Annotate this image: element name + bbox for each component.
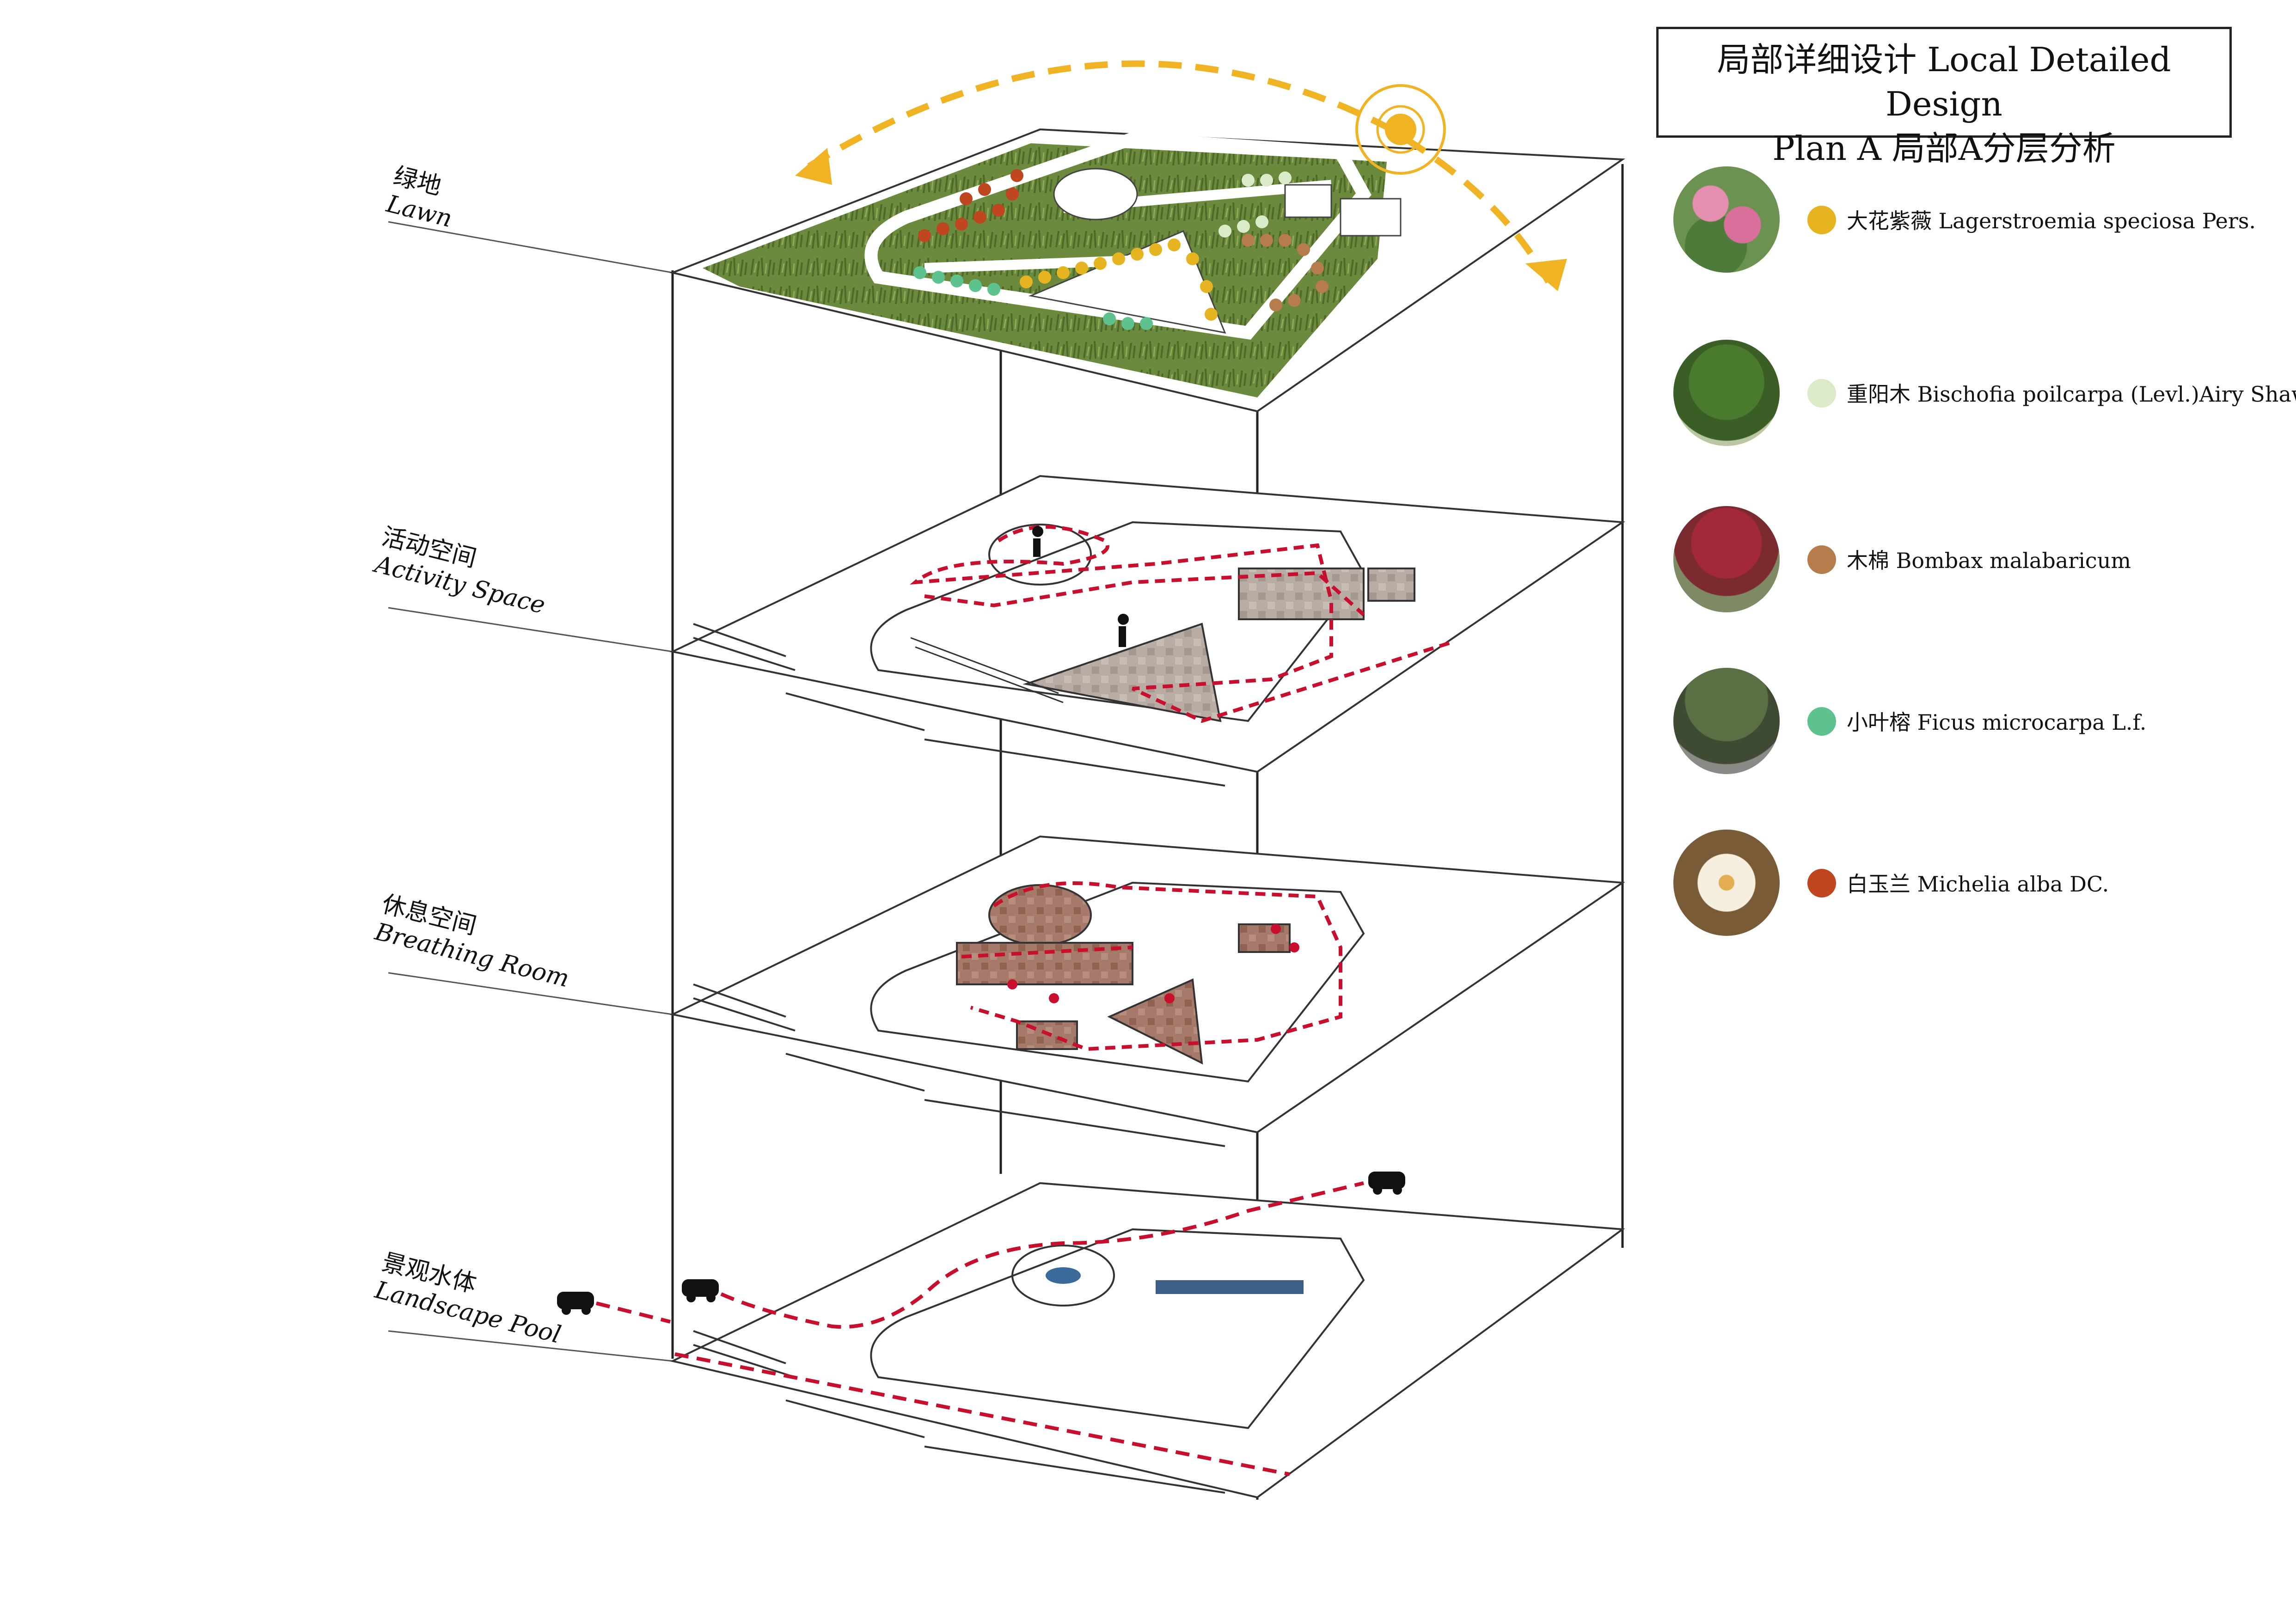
- sun-arrow-head-left: [795, 148, 832, 185]
- car-icon: [557, 1172, 1405, 1315]
- tree-dots-michelia: [918, 169, 1023, 242]
- legend-dot: [1807, 206, 1836, 234]
- label-leaders: [388, 221, 673, 1362]
- legend-item-michelia: 白玉兰 Michelia alba DC.: [1673, 830, 2293, 940]
- activity-figures: [1032, 526, 1129, 647]
- lawn-layer-plan: [669, 128, 1625, 413]
- legend-label: 重阳木 Bischofia poilcarpa (Levl.)Airy Shaw: [1847, 382, 2296, 407]
- title-line-1: 局部详细设计 Local Detailed Design: [1717, 40, 2171, 123]
- legend-item-bischofia: 重阳木 Bischofia poilcarpa (Levl.)Airy Shaw: [1673, 340, 2296, 451]
- legend-item-lagerstroemia: 大花紫薇 Lagerstroemia speciosa Pers.: [1673, 166, 2293, 277]
- activity-route: [910, 525, 1452, 723]
- legend-dot: [1807, 869, 1836, 897]
- sun-path-arrow: [807, 60, 1552, 284]
- flowering-tree-photo-icon: [1673, 166, 1780, 273]
- vehicle-route: [596, 1181, 1364, 1476]
- pool-layer-plan: [670, 1182, 1625, 1499]
- legend-dot: [1807, 379, 1836, 408]
- legend-item-ficus: 小叶榕 Ficus microcarpa L.f.: [1673, 668, 2293, 779]
- tree-dots-bombax: [1242, 234, 1329, 311]
- sun-icon: [1355, 84, 1446, 175]
- green-tree-photo-icon: [1673, 340, 1780, 446]
- title-line-2: Plan A 局部A分层分析: [1772, 129, 2116, 168]
- legend-dot: [1807, 545, 1836, 574]
- legend-label: 小叶榕 Ficus microcarpa L.f.: [1847, 710, 2147, 735]
- breathing-layer-plan: [669, 835, 1625, 1147]
- legend-item-bombax: 木棉 Bombax malabaricum: [1673, 506, 2293, 617]
- breathing-seats: [1007, 924, 1299, 1003]
- legend-label: 白玉兰 Michelia alba DC.: [1847, 872, 2109, 897]
- sun-arrow-head-right: [1525, 259, 1567, 291]
- red-blossom-tree-photo-icon: [1673, 506, 1780, 612]
- street-banyan-photo-icon: [1673, 668, 1780, 774]
- white-magnolia-photo-icon: [1673, 830, 1780, 936]
- tree-dots-bischofia: [1218, 171, 1292, 238]
- legend-label: 木棉 Bombax malabaricum: [1847, 548, 2131, 573]
- legend-dot: [1807, 707, 1836, 736]
- breathing-route: [961, 881, 1342, 1051]
- tree-dots-lagerstroemia: [1020, 238, 1218, 321]
- title-box: 局部详细设计 Local Detailed Design Plan A 局部A分…: [1656, 27, 2232, 168]
- legend-label: 大花紫薇 Lagerstroemia speciosa Pers.: [1847, 208, 2256, 233]
- tree-dots-ficus: [913, 266, 1153, 330]
- activity-layer-plan: [669, 475, 1625, 787]
